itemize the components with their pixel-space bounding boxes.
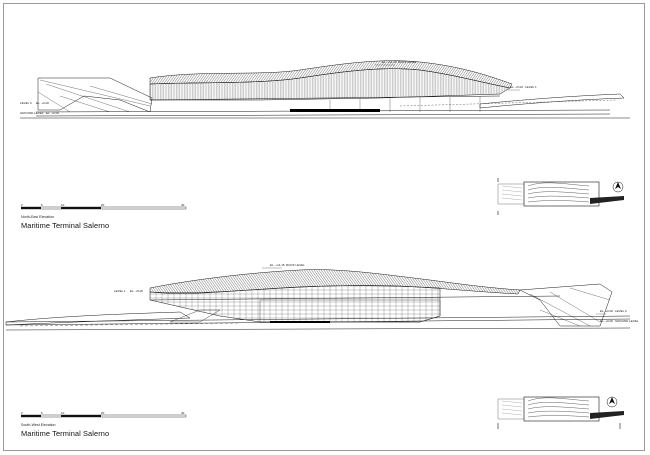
- right-ramp: [479, 93, 625, 109]
- scale-tick: 0: [21, 203, 23, 207]
- scale-bar-north-east: 0 5 10 20 40: [21, 203, 191, 213]
- scale-tick: 20: [101, 203, 105, 207]
- quay-slab: [290, 109, 380, 112]
- scale-tick: 10: [61, 411, 65, 415]
- project-title: Maritime Terminal Salerno: [21, 221, 110, 230]
- left-ramp-lines: [37, 79, 153, 113]
- svg-text:LEVEL 1: LEVEL 1: [114, 289, 126, 293]
- quay-dashes: [19, 322, 241, 327]
- svg-text:GROUND LEVEL: GROUND LEVEL: [20, 111, 44, 115]
- svg-text:EL. +14.15: EL. +14.15: [270, 263, 285, 267]
- level-tag-ground: EL. +0.00 GROUND LEVEL: [600, 319, 639, 323]
- left-ramp: [5, 311, 191, 326]
- svg-text:EL. +0.00: EL. +0.00: [36, 101, 49, 105]
- south-west-elevation-drawing: EL. +14.15 ROOF LEVEL LEVEL 1 EL. +5.00 …: [5, 263, 639, 331]
- project-title: Maritime Terminal Salerno: [21, 429, 110, 438]
- ramp-stairs: [169, 309, 221, 323]
- svg-text:ROOF LEVEL: ROOF LEVEL: [286, 263, 305, 267]
- lower-volumes: [259, 299, 441, 323]
- key-plan-south-west: [497, 396, 624, 429]
- view-label: North-East Elevation: [21, 215, 54, 219]
- right-structure: [519, 283, 613, 327]
- right-structure-lines: [529, 287, 611, 327]
- key-plan-north-east: [497, 178, 624, 215]
- level-tag-roof: EL. +14.15 ROOF LEVEL: [375, 60, 417, 66]
- svg-text:EL. +5.00: EL. +5.00: [130, 289, 143, 293]
- north-east-elevation-drawing: EL. +14.15 ROOF LEVEL EL. +5.00 LEVEL 1 …: [20, 60, 630, 119]
- svg-text:EL. +14.15: EL. +14.15: [382, 60, 397, 64]
- svg-text:LEVEL 1: LEVEL 1: [525, 85, 537, 89]
- level-tag-level1: EL. +5.00 LEVEL 1: [508, 85, 537, 91]
- scale-tick: 5: [41, 411, 43, 415]
- svg-text:LEVEL 0: LEVEL 0: [20, 101, 32, 105]
- scale-tick: 10: [61, 203, 65, 207]
- north-east-view: EL. +14.15 ROOF LEVEL EL. +5.00 LEVEL 1 …: [20, 60, 630, 230]
- svg-text:GROUND LEVEL: GROUND LEVEL: [615, 319, 639, 323]
- scale-tick: 40: [181, 203, 185, 207]
- level-tag-level0: EL. +0.00 LEVEL 0: [596, 309, 627, 315]
- drawing-sheet-frame: [3, 3, 645, 451]
- level-tag-level1: LEVEL 1 EL. +5.00: [114, 289, 143, 293]
- glazed-facade: [149, 285, 441, 323]
- scale-tick: 40: [181, 411, 185, 415]
- glazed-facade: [149, 68, 511, 101]
- ground-line: [5, 327, 631, 331]
- south-west-view: EL. +14.15 ROOF LEVEL LEVEL 1 EL. +5.00 …: [0, 230, 650, 455]
- level-tag-level0: LEVEL 0 EL. +0.00: [20, 101, 49, 105]
- svg-text:EL. +5.00: EL. +5.00: [510, 85, 523, 89]
- level-tag-roof: EL. +14.15 ROOF LEVEL: [262, 263, 305, 269]
- view-label: South-West Elevation: [21, 423, 56, 427]
- svg-text:EL. +0.00: EL. +0.00: [46, 111, 59, 115]
- right-ramp-dashes: [399, 99, 617, 107]
- level-tag-ground: GROUND LEVEL EL. +0.00: [20, 111, 59, 115]
- left-ramp-structure: [37, 77, 153, 113]
- svg-text:ROOF LEVEL: ROOF LEVEL: [398, 60, 417, 64]
- svg-text:LEVEL 0: LEVEL 0: [615, 309, 627, 313]
- section-marker-icon: [497, 423, 621, 429]
- scale-tick: 0: [21, 411, 23, 415]
- scale-tick: 20: [101, 411, 105, 415]
- quay-slab: [270, 321, 330, 323]
- scale-tick: 5: [41, 203, 43, 207]
- svg-text:EL. +0.00: EL. +0.00: [600, 309, 613, 313]
- svg-text:EL. +0.00: EL. +0.00: [600, 319, 613, 323]
- scale-bar-south-west: 0 5 10 20 40: [21, 411, 191, 421]
